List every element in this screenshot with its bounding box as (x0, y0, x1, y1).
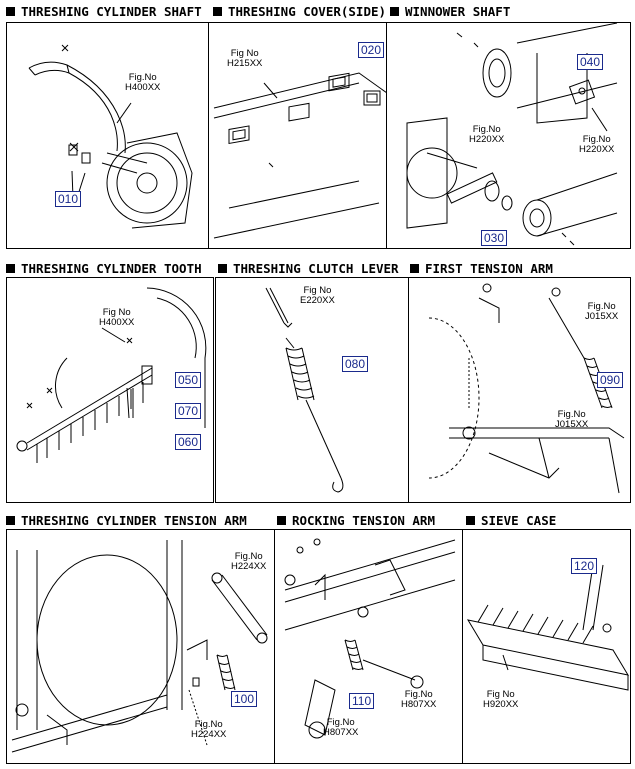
callout-030[interactable]: 030 (481, 230, 508, 246)
callout-080[interactable]: 080 (342, 356, 369, 372)
callout-060[interactable]: 060 (175, 434, 202, 450)
threshing-cylinder-tension-arm-drawing (11, 540, 268, 753)
threshing-clutch-lever-drawing (265, 287, 344, 493)
section-header-threshing-cylinder-shaft: THRESHING CYLINDER SHAFT (6, 4, 202, 19)
callout-100[interactable]: 100 (231, 691, 258, 707)
threshing-cylinder-tooth-drawing (16, 287, 207, 463)
section-header-threshing-cover-side: THRESHING COVER(SIDE) (213, 4, 386, 19)
section-header-threshing-clutch-lever: THRESHING CLUTCH LEVER (218, 261, 399, 276)
callout-110[interactable]: 110 (349, 693, 375, 709)
section-header-threshing-cylinder-tension-arm: THRESHING CYLINDER TENSION ARM (6, 513, 247, 528)
section-header-threshing-cylinder-tooth: THRESHING CYLINDER TOOTH (6, 261, 202, 276)
callout-070[interactable]: 070 (175, 403, 202, 419)
rocking-tension-arm-drawing (284, 538, 456, 739)
section-header-sieve-case: SIEVE CASE (466, 513, 556, 528)
callout-040[interactable]: 040 (577, 54, 604, 70)
first-tension-arm-drawing (428, 283, 625, 494)
section-header-first-tension-arm: FIRST TENSION ARM (410, 261, 553, 276)
callout-120[interactable]: 120 (571, 558, 598, 574)
section-header-rocking-tension-arm: ROCKING TENSION ARM (277, 513, 435, 528)
callout-050[interactable]: 050 (175, 372, 202, 388)
callout-020[interactable]: 020 (358, 42, 385, 58)
threshing-cover-side-drawing (213, 72, 387, 239)
section-header-winnower-shaft: WINNOWER SHAFT (390, 4, 510, 19)
winnower-shaft-drawing (406, 23, 618, 246)
callout-010[interactable]: 010 (55, 191, 82, 207)
sieve-case-drawing (466, 564, 630, 691)
callout-090[interactable]: 090 (597, 372, 624, 388)
threshing-cylinder-shaft-drawing (28, 44, 193, 229)
